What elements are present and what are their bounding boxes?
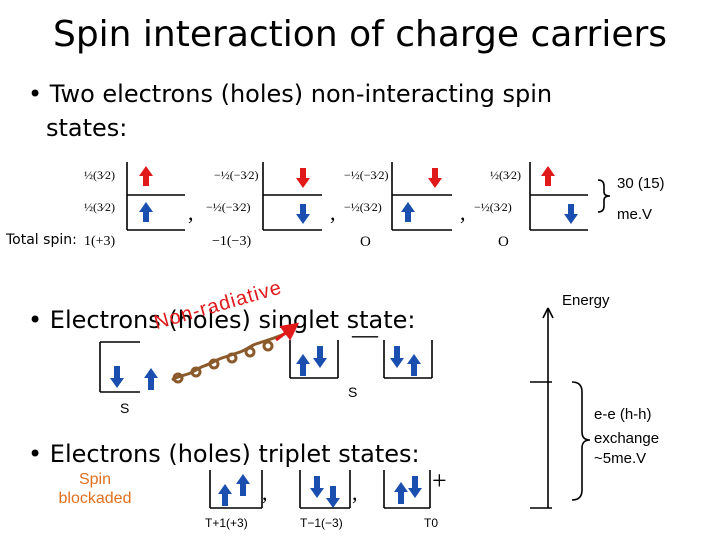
spin-down-arrow	[313, 346, 327, 368]
splitting-brace	[597, 179, 611, 213]
separator-1: ,	[188, 200, 194, 225]
level-lines	[99, 162, 588, 509]
exchange-brace	[571, 381, 591, 501]
spin-up-arrow	[139, 166, 153, 186]
spin-down-arrow	[310, 476, 324, 498]
spin-up-arrow	[236, 474, 250, 496]
exchange-ee: e-e (h-h)	[594, 406, 652, 423]
total-spin-2: −1(−3)	[212, 234, 252, 249]
separator-3: ,	[460, 200, 466, 225]
spin-down-arrow	[408, 476, 422, 498]
bullet-3: • Electrons (holes) triplet states:	[28, 440, 420, 468]
triplet-label-zero: T0	[424, 516, 439, 530]
exchange-line-1: e-e (h-h)	[594, 406, 652, 423]
spin-down-arrow	[390, 346, 404, 368]
triplet-label-plus: T+1(+3)	[205, 516, 248, 530]
slide-title: Spin interaction of charge carriers	[52, 14, 668, 55]
singlet-label-left: S	[120, 400, 130, 416]
spin-up-arrow	[144, 368, 158, 390]
state-2-bottom-frac: −½(−3⁄2)	[206, 200, 251, 214]
spin-up-arrow	[296, 354, 310, 376]
singlet-label-right: S	[348, 384, 358, 400]
energy-label: Energy	[562, 292, 610, 309]
state-2-top-frac: −½(−3⁄2)	[214, 168, 259, 182]
state-3-top-frac: −½(−3⁄2)	[344, 168, 389, 182]
bullet-1-line-1: • Two electrons (holes) non-interacting …	[28, 80, 553, 108]
spin-up-arrow	[394, 482, 408, 504]
total-spin-4: O	[498, 234, 509, 250]
spin-up-arrow	[401, 202, 415, 222]
spin-up-arrow	[218, 484, 232, 506]
state-4-top-frac: ½(3⁄2)	[490, 168, 521, 182]
state-1-bottom-frac: ½(3⁄2)	[84, 200, 115, 214]
triplet-separator-2: ,	[352, 480, 358, 505]
bullet-2: • Electrons (holes) singlet state:	[28, 306, 416, 334]
nonradiative-arrow	[275, 322, 300, 342]
spin-down-arrow	[296, 204, 310, 224]
state-4-bottom-frac: −½(3⁄2)	[474, 200, 512, 214]
splitting-unit: me.V	[617, 206, 653, 223]
total-spin-3: O	[360, 234, 371, 250]
triplet-label-minus: T−1(−3)	[300, 516, 343, 530]
nonradiative-decay-chain	[171, 330, 291, 384]
spin-down-arrow	[326, 486, 340, 508]
splitting-value: 30 (15)	[617, 175, 665, 192]
spin-down-arrow	[428, 168, 442, 188]
spin-arrows	[110, 166, 578, 508]
spin-up-arrow	[139, 202, 153, 222]
exchange-line-3: ~5me.V	[594, 450, 647, 467]
separator-2: ,	[330, 200, 336, 225]
singlet-minus: —	[352, 320, 378, 349]
state-1-top-frac: ½(3⁄2)	[84, 168, 115, 182]
spin-up-arrow	[407, 354, 421, 376]
spin-blockaded-label: Spin blockaded	[58, 471, 132, 507]
triplet-plus: +	[432, 466, 447, 495]
spin-up-arrow	[541, 166, 555, 186]
triplet-separator-1: ,	[262, 480, 268, 505]
state-3-bottom-frac: −½(3⁄2)	[344, 200, 382, 214]
spin-down-arrow	[110, 366, 124, 388]
spin-down-arrow	[564, 204, 578, 224]
bullet-1-line-2: states:	[46, 114, 128, 142]
total-spin-label: Total spin:	[6, 232, 77, 248]
exchange-line-2: exchange	[594, 430, 660, 447]
total-spin-1: 1(+3)	[84, 234, 116, 249]
spin-down-arrow	[296, 168, 310, 188]
energy-axis-arrowhead	[542, 307, 554, 319]
